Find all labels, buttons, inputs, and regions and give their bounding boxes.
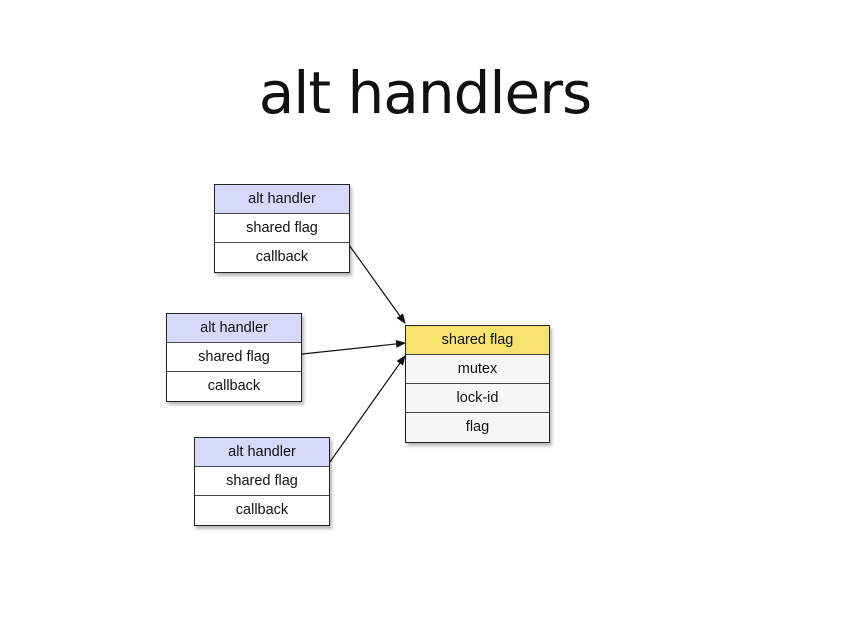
callback-field: callback (207, 378, 261, 394)
pointer-arrow-2 (292, 339, 406, 356)
flag-field: flag (406, 413, 549, 442)
pointer-arrow-1 (338, 230, 406, 324)
callback-field: callback (255, 249, 309, 265)
alt-handler-header: alt handler (167, 314, 301, 343)
alt-handler-box-1: alt handler shared flag callback (214, 184, 350, 273)
shared-flag-field: shared flag (167, 343, 301, 372)
slide-title: alt handlers (258, 59, 593, 127)
shared-flag-box: shared flag mutex lock-id flag (405, 325, 550, 443)
pointer-arrow-3 (319, 355, 406, 477)
shared-flag-field: shared flag (195, 467, 329, 496)
shared-flag-header: shared flag (406, 326, 549, 355)
callback-field: callback (235, 502, 289, 518)
alt-handler-header: alt handler (195, 438, 329, 467)
lock-id-field: lock-id (406, 384, 549, 413)
shared-flag-field: shared flag (215, 214, 349, 243)
mutex-field: mutex (406, 355, 549, 384)
alt-handler-box-3: alt handler shared flag callback (194, 437, 330, 526)
alt-handler-box-2: alt handler shared flag callback (166, 313, 302, 402)
alt-handler-header: alt handler (215, 185, 349, 214)
